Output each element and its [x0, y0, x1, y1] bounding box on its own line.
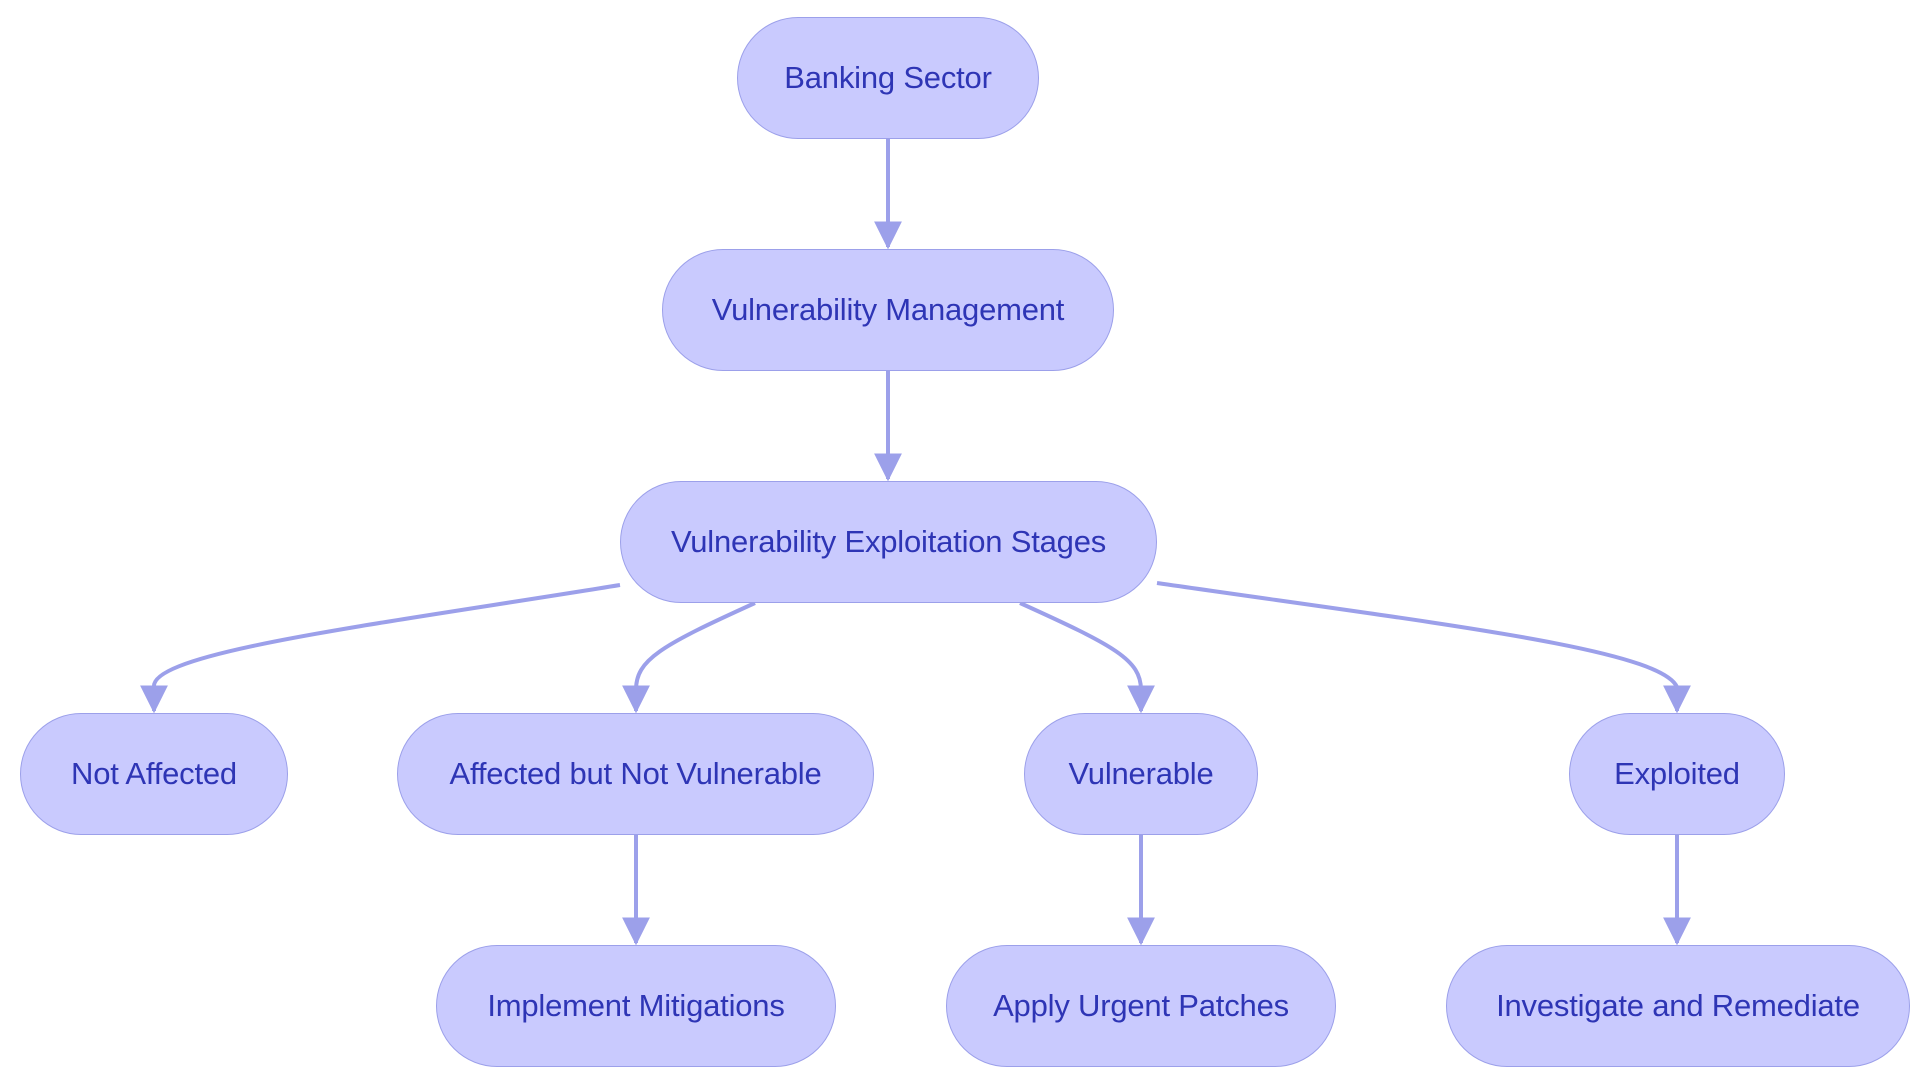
node-banking-sector: Banking Sector	[737, 17, 1039, 139]
node-investigate-and-remediate: Investigate and Remediate	[1446, 945, 1910, 1067]
node-vulnerable: Vulnerable	[1024, 713, 1258, 835]
node-not-affected: Not Affected	[20, 713, 288, 835]
edge-exploitation-stages-to-not-affected	[140, 583, 621, 714]
edge-exploitation-stages-to-vulnerable	[1019, 601, 1155, 714]
edge-exploitation-stages-to-affected-not-vulnerable	[622, 601, 756, 714]
node-apply-urgent-patches: Apply Urgent Patches	[946, 945, 1336, 1067]
node-exploited: Exploited	[1569, 713, 1785, 835]
node-implement-mitigations: Implement Mitigations	[436, 945, 836, 1067]
node-vulnerability-management: Vulnerability Management	[662, 249, 1114, 371]
node-affected-but-not-vulnerable: Affected but Not Vulnerable	[397, 713, 874, 835]
edge-exploitation-stages-to-exploited	[1156, 581, 1691, 714]
node-vulnerability-exploitation-stages: Vulnerability Exploitation Stages	[620, 481, 1157, 603]
